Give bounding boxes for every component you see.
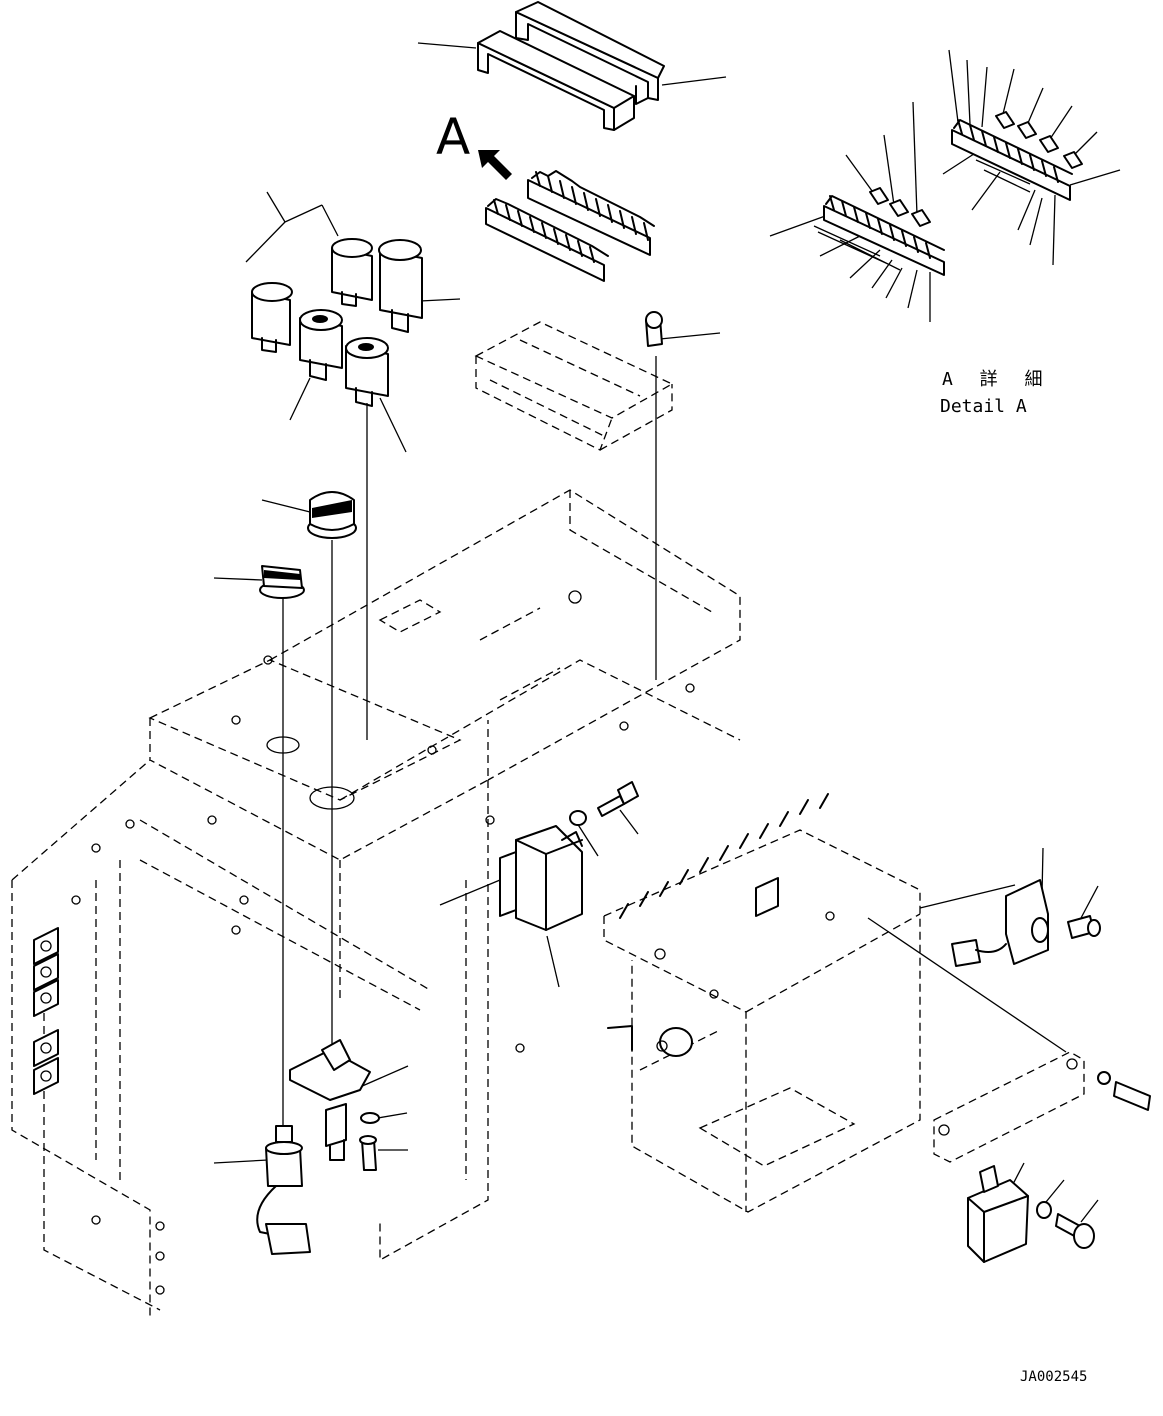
- flasher-washer: [1036, 1201, 1052, 1219]
- relay-right: [951, 879, 1049, 967]
- ground-terminal: [607, 1025, 693, 1057]
- controller-unit: [499, 825, 583, 931]
- view-arrow-label: A: [436, 108, 471, 166]
- rotary-knob: [307, 491, 357, 539]
- assembly-lines: [282, 356, 1067, 1125]
- rocker-switch-2: [331, 238, 373, 307]
- fuse-strip-upper: [527, 170, 655, 256]
- view-arrow-icon: [478, 150, 512, 180]
- fuse-box: [474, 311, 674, 451]
- sensor-bracket: [289, 1039, 371, 1161]
- relay-screw: [1067, 915, 1101, 939]
- leader-lines: [213, 42, 1121, 1223]
- small-knob: [259, 565, 305, 599]
- console-holes: [71, 590, 695, 1295]
- rocker-switch-4: [299, 309, 343, 381]
- drawing-number: JA002545: [1020, 1369, 1088, 1385]
- washer: [569, 810, 587, 826]
- detail-title-japanese: A 詳 細: [942, 369, 1051, 390]
- small-bolt: [359, 1135, 377, 1171]
- console-frame: [11, 489, 741, 1320]
- rocker-switch-5: [345, 337, 389, 407]
- fuse-strip-lower: [485, 198, 609, 282]
- connector-blocks-left: [33, 927, 59, 1095]
- battery-box-terminals: [619, 793, 835, 999]
- detail-a-fuse-strip-left: [813, 187, 945, 276]
- detail-title-english: Detail A: [940, 396, 1027, 417]
- fuse-cover-front: [477, 30, 635, 131]
- bolt: [597, 781, 639, 817]
- mounting-plate: [933, 1051, 1151, 1163]
- rocker-switch-3: [378, 239, 423, 333]
- detail-a-fuse-strip-right: [951, 111, 1083, 201]
- fuse-cover-rear: [515, 1, 665, 105]
- flasher-bolt: [1055, 1213, 1095, 1249]
- flasher-unit: [967, 1165, 1029, 1263]
- small-washer: [360, 1112, 380, 1124]
- rocker-switch-1: [251, 282, 293, 353]
- pressure-switch: [256, 1125, 311, 1255]
